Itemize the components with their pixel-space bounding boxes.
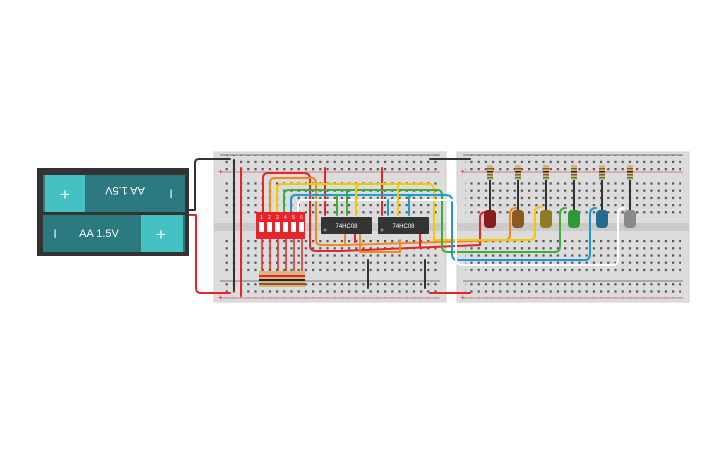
battery-plus-terminal: + bbox=[60, 185, 70, 204]
battery-plus-terminal: + bbox=[156, 225, 166, 244]
resistor-band bbox=[515, 168, 521, 170]
dip-position-label: 1 bbox=[260, 215, 263, 221]
resistor-band bbox=[571, 177, 577, 179]
battery-label: AA 1.5V bbox=[79, 228, 119, 240]
resistor-band bbox=[627, 174, 633, 176]
resistor-band bbox=[487, 177, 493, 179]
dip-position-label: 6 bbox=[300, 215, 303, 221]
dip-position-label: 2 bbox=[268, 215, 271, 221]
wire-red-chip-out[interactable] bbox=[354, 233, 421, 247]
chip-74hc08-1[interactable]: 74HC08 bbox=[321, 217, 372, 234]
rail-plus-signs: + + + + bbox=[218, 167, 465, 302]
chip-label: 74HC08 bbox=[335, 224, 358, 230]
led-body[interactable] bbox=[568, 210, 580, 228]
wire-green-chip[interactable] bbox=[336, 189, 348, 216]
chip-label: 74HC08 bbox=[392, 224, 415, 230]
battery-label: AA 1.5V bbox=[104, 184, 144, 196]
led-1[interactable] bbox=[484, 165, 496, 228]
pulldown-resistors[interactable] bbox=[259, 239, 305, 287]
resistor-band bbox=[487, 171, 493, 173]
rail-plus-sign: + bbox=[218, 293, 223, 302]
led-body[interactable] bbox=[596, 210, 608, 228]
battery-holder[interactable]: + AA 1.5V I I AA 1.5V + bbox=[37, 168, 189, 256]
resistor-band bbox=[543, 171, 549, 173]
rail-plus-sign: + bbox=[218, 167, 223, 176]
wire-yellow-signal[interactable] bbox=[276, 183, 542, 241]
resistor-band bbox=[599, 177, 605, 179]
rail-plus-sign: + bbox=[460, 167, 465, 176]
dip-position-label: 4 bbox=[284, 215, 287, 221]
resistor-band bbox=[487, 168, 493, 170]
led-2[interactable] bbox=[512, 165, 524, 228]
led-body[interactable] bbox=[624, 210, 636, 228]
wire-orange-signal[interactable] bbox=[269, 177, 517, 246]
resistor-band bbox=[515, 177, 521, 179]
resistor-band bbox=[571, 168, 577, 170]
resistor-band bbox=[627, 168, 633, 170]
resistor-band bbox=[599, 171, 605, 173]
wire-white-signal[interactable] bbox=[297, 199, 625, 266]
dip-position-label: 5 bbox=[292, 215, 295, 221]
dip-position-label: 3 bbox=[276, 215, 279, 221]
resistor-band bbox=[571, 174, 577, 176]
resistor-band bbox=[627, 177, 633, 179]
led-body[interactable] bbox=[484, 210, 496, 228]
led-body[interactable] bbox=[540, 210, 552, 228]
chip-74hc08-2[interactable]: 74HC08 bbox=[378, 217, 429, 234]
resistor-band bbox=[627, 171, 633, 173]
led-3[interactable] bbox=[540, 165, 552, 228]
resistor-band bbox=[515, 171, 521, 173]
breadboard-right[interactable] bbox=[456, 151, 690, 303]
resistor-band bbox=[571, 171, 577, 173]
wire-blue-signal[interactable] bbox=[290, 194, 597, 261]
wire-yellow-chip[interactable] bbox=[355, 183, 399, 216]
led-6[interactable] bbox=[624, 165, 636, 228]
resistor-band bbox=[543, 177, 549, 179]
rail-plus-sign: + bbox=[460, 293, 465, 302]
led-5[interactable] bbox=[596, 165, 608, 228]
resistor-band bbox=[487, 174, 493, 176]
wire-orange-chip[interactable] bbox=[344, 233, 401, 253]
led-body[interactable] bbox=[512, 210, 524, 228]
battery-minus-terminal: I bbox=[169, 187, 172, 201]
resistor-band bbox=[599, 174, 605, 176]
wire-blue-chip[interactable] bbox=[387, 194, 415, 216]
wire-green-signal[interactable] bbox=[283, 189, 567, 253]
led-4[interactable] bbox=[568, 165, 580, 228]
resistor-band bbox=[599, 168, 605, 170]
resistor-band bbox=[515, 174, 521, 176]
wire-black-battery[interactable] bbox=[188, 158, 231, 211]
wire-red-battery[interactable] bbox=[188, 214, 231, 294]
battery-minus-terminal: I bbox=[53, 227, 56, 241]
dip-switch[interactable]: 1 2 3 4 5 6 bbox=[256, 212, 305, 239]
resistor-band bbox=[543, 174, 549, 176]
resistor-band bbox=[543, 168, 549, 170]
